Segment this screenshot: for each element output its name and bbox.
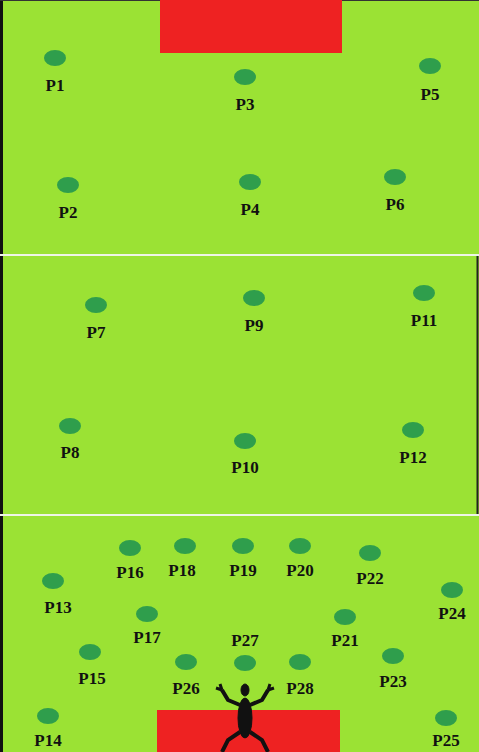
player-label: P15	[78, 670, 105, 687]
player-label: P19	[229, 562, 256, 579]
player-dot	[239, 174, 261, 190]
player-dot	[384, 169, 406, 185]
player-label: P23	[379, 673, 406, 690]
player-dot	[175, 654, 197, 670]
player-label: P4	[241, 201, 260, 218]
player-dot	[413, 285, 435, 301]
player-label: P1	[46, 77, 65, 94]
player-label: P13	[44, 599, 71, 616]
player-dot	[79, 644, 101, 660]
player-label: P25	[432, 732, 459, 749]
player-dot	[243, 290, 265, 306]
player-dot	[289, 654, 311, 670]
player-label: P6	[386, 196, 405, 213]
player-dots	[37, 50, 463, 726]
goal	[160, 0, 342, 53]
player-dot	[382, 648, 404, 664]
field-border	[0, 0, 3, 752]
player-dot	[359, 545, 381, 561]
player-dot	[234, 69, 256, 85]
zone-line	[0, 514, 479, 516]
player-label: P21	[331, 632, 358, 649]
player-dot	[234, 433, 256, 449]
player-label: P28	[286, 680, 313, 697]
player-label: P16	[116, 564, 143, 581]
player-dot	[42, 573, 64, 589]
player-label: P20	[286, 562, 313, 579]
player-label: P22	[356, 570, 383, 587]
player-label: P14	[34, 732, 61, 749]
player-label: P17	[133, 629, 160, 646]
player-dot	[57, 177, 79, 193]
player-dot	[234, 655, 256, 671]
player-label: P8	[61, 444, 80, 461]
player-dot	[119, 540, 141, 556]
player-dot	[136, 606, 158, 622]
player-dot	[59, 418, 81, 434]
player-dot	[174, 538, 196, 554]
player-label: P3	[236, 96, 255, 113]
player-dot	[334, 609, 356, 625]
player-dot	[289, 538, 311, 554]
player-label: P24	[438, 605, 465, 622]
player-label: P26	[172, 680, 199, 697]
player-label: P12	[399, 449, 426, 466]
player-label: P9	[245, 317, 264, 334]
player-label: P27	[231, 632, 258, 649]
field-border	[477, 255, 479, 515]
player-dot	[402, 422, 424, 438]
player-dot	[85, 297, 107, 313]
player-label: P18	[168, 562, 195, 579]
zone-line	[0, 254, 479, 256]
player-label: P7	[87, 324, 106, 341]
player-dot	[232, 538, 254, 554]
player-dot	[37, 708, 59, 724]
goalkeeper-figure	[216, 684, 274, 752]
player-label: P11	[411, 312, 437, 329]
player-label: P2	[59, 204, 78, 221]
player-label: P10	[231, 459, 258, 476]
player-dot	[435, 710, 457, 726]
player-label: P5	[421, 86, 440, 103]
player-dot	[441, 582, 463, 598]
player-dot	[44, 50, 66, 66]
player-dot	[419, 58, 441, 74]
